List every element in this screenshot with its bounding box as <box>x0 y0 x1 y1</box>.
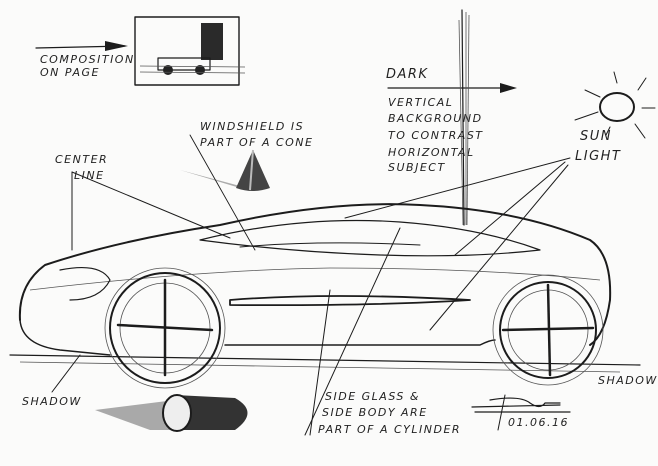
signature <box>471 394 571 431</box>
light-arrows <box>344 157 571 331</box>
on-page-text: ON PAGE <box>40 66 100 79</box>
cylinder-icon <box>95 394 248 432</box>
background-text: BACKGROUND <box>388 112 483 125</box>
composition-text: COMPOSITION <box>40 53 135 66</box>
cone-icon <box>180 149 270 191</box>
background-label: VERTICAL BACKGROUND TO CONTRAST HORIZONT… <box>388 96 484 174</box>
light-text: LIGHT <box>575 149 621 164</box>
contrast-text: TO CONTRAST <box>388 129 484 142</box>
cylinder-text: PART OF A CYLINDER <box>318 423 461 436</box>
subject-text: SUBJECT <box>388 161 446 174</box>
composition-label: COMPOSITION ON PAGE <box>40 53 135 79</box>
shadow-left-text: SHADOW <box>22 395 82 408</box>
dark-text: DARK <box>386 67 428 82</box>
side-glass-text: SIDE GLASS & <box>325 390 420 403</box>
composition-thumbnail <box>35 16 246 86</box>
cone-text: PART OF A CONE <box>200 136 314 149</box>
sun-text: SUN <box>580 129 612 144</box>
horizontal-text: HORIZONTAL <box>388 146 475 159</box>
side-arrows <box>304 227 401 436</box>
side-body-text: SIDE BODY ARE <box>322 406 428 419</box>
rear-wheel <box>492 274 604 386</box>
windshield-text: WINDSHIELD IS <box>200 120 304 133</box>
date-text: 01.06.16 <box>508 416 569 429</box>
sun-icon <box>574 71 656 139</box>
vertical-text: VERTICAL <box>388 96 453 109</box>
shadow-right-text: SHADOW <box>598 374 658 387</box>
center-text: CENTER <box>55 153 108 166</box>
line-text: LINE <box>74 169 105 182</box>
vertical-background-lines <box>458 9 470 226</box>
front-wheel <box>104 267 226 389</box>
car-sketch <box>9 203 641 373</box>
